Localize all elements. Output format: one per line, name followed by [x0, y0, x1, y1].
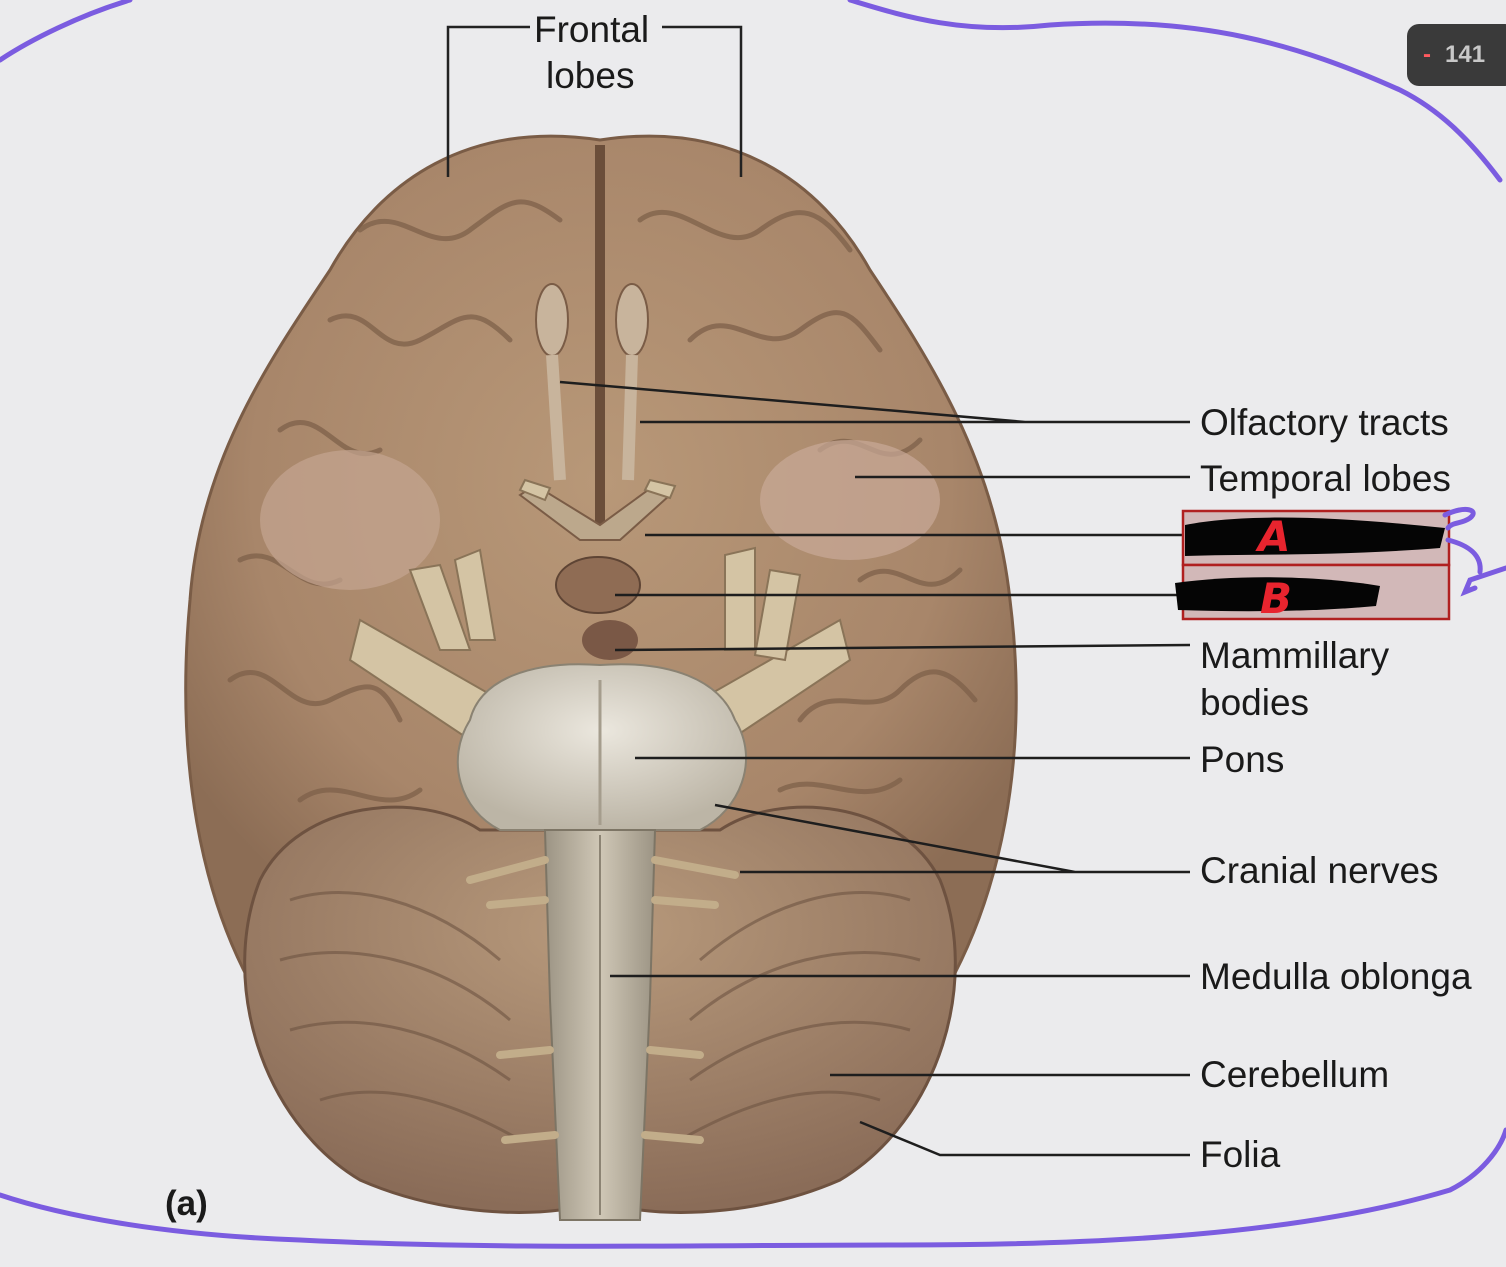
cerebellum-label: Cerebellum [1200, 1054, 1390, 1095]
hidden-label-boxes [1175, 509, 1451, 621]
mammillary-leader [614, 643, 1191, 652]
pituitary-stalk [555, 556, 641, 614]
panel-label: (a) [165, 1184, 208, 1223]
pons-shape [456, 663, 748, 831]
medulla-label: Medulla oblonga [1200, 956, 1472, 997]
olfactory-tracts-label: Olfactory tracts [1200, 402, 1449, 443]
mammillary-bodies-label-2: bodies [1200, 682, 1310, 723]
mammillary-bodies-label-1: Mammillary [1200, 635, 1390, 676]
leader-lines [559, 380, 1191, 1157]
scribble-a [1185, 517, 1445, 556]
page-badge[interactable]: -141 [1407, 24, 1506, 86]
page-badge-text: 141 [1445, 41, 1486, 68]
minus-icon: - [1423, 41, 1431, 68]
cerebellum-folia [279, 891, 921, 1142]
pons-label: Pons [1200, 739, 1285, 780]
temporal-lobe-right [760, 440, 940, 560]
folia-label: Folia [1200, 1134, 1281, 1175]
mammillary-region [582, 620, 638, 660]
cranial-nerves-label: Cranial nerves [1200, 850, 1439, 891]
hidden-label-a: A [1258, 512, 1291, 561]
temporal-lobes-label: Temporal lobes [1200, 458, 1451, 499]
temporal-lobe-left [260, 450, 440, 590]
folia-leader [859, 1120, 1190, 1157]
hidden-label-b: B [1260, 574, 1293, 623]
frontal-lobes-label-1: Frontal [534, 9, 650, 50]
olfactory-leader [559, 380, 1190, 424]
cranial-nerve-roots [466, 856, 739, 1144]
cranial-leader [714, 803, 1190, 874]
scribble-b [1175, 577, 1380, 612]
olfactory-bulbs [535, 283, 649, 481]
frontal-lobes-label-2: lobes [546, 55, 635, 96]
frontal-lobes-bracket [446, 25, 743, 177]
nerve-stumps [348, 478, 852, 741]
